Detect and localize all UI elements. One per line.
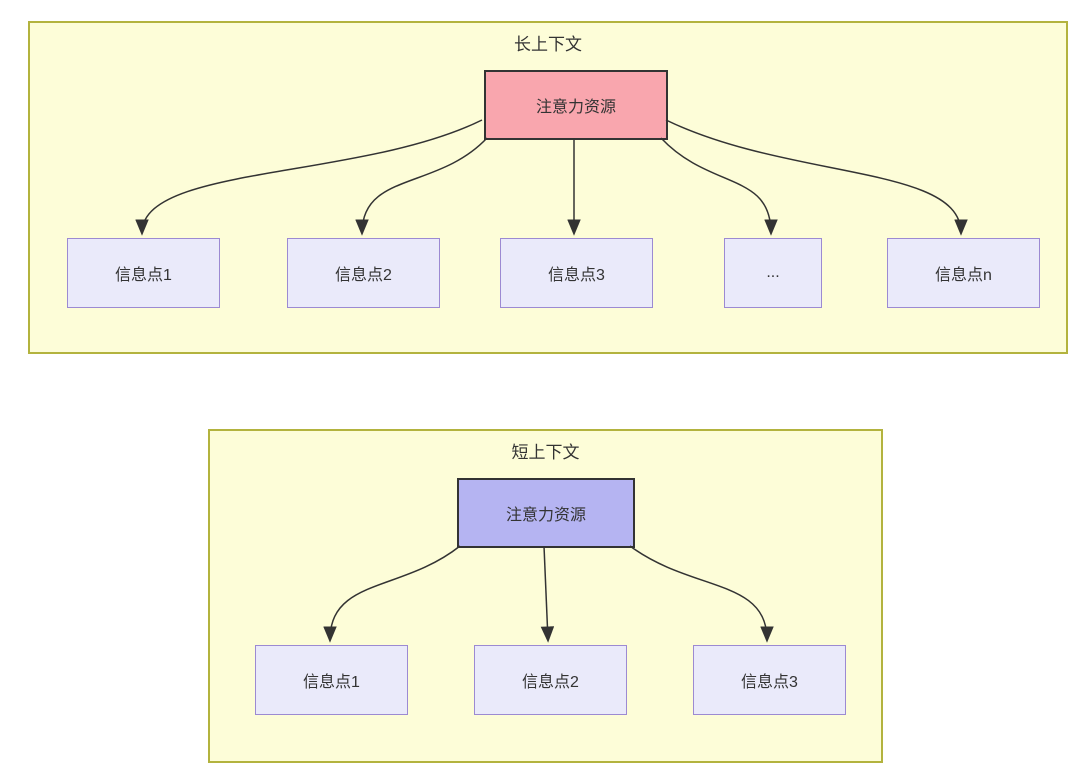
long-target-node-3: 信息点3 xyxy=(500,238,653,308)
short-target-node-1: 信息点1 xyxy=(255,645,408,715)
long-target-label-1: 信息点1 xyxy=(115,267,172,284)
short-target-label-3: 信息点3 xyxy=(741,674,798,691)
long-target-node-2: 信息点2 xyxy=(287,238,440,308)
short-target-label-2: 信息点2 xyxy=(522,674,579,691)
long-attention-source-label: 注意力资源 xyxy=(535,99,616,116)
long-context-title: 长上下文 xyxy=(514,35,582,54)
short-target-node-2: 信息点2 xyxy=(474,645,627,715)
short-context-title: 短上下文 xyxy=(511,443,580,462)
long-target-label-3: 信息点3 xyxy=(548,267,605,284)
short-target-label-1: 信息点1 xyxy=(303,674,360,691)
long-target-node-1: 信息点1 xyxy=(67,238,220,308)
long-target-node-ellipsis: ... xyxy=(724,238,822,308)
short-context-container: 短上下文 注意力资源 信息点1 信息点2 信息点3 xyxy=(208,429,883,763)
long-target-label-ellipsis: ... xyxy=(766,264,780,281)
short-target-node-3: 信息点3 xyxy=(693,645,846,715)
long-context-container: 长上下文 注意力资源 信息点1 信息点2 信息点3 ... 信息点n xyxy=(28,21,1068,354)
long-target-label-2: 信息点2 xyxy=(335,267,392,284)
short-attention-source-node: 注意力资源 xyxy=(457,478,635,548)
long-target-label-n: 信息点n xyxy=(935,267,992,284)
long-attention-source-node: 注意力资源 xyxy=(484,70,668,140)
short-attention-source-label: 注意力资源 xyxy=(505,507,586,524)
long-target-node-n: 信息点n xyxy=(887,238,1040,308)
